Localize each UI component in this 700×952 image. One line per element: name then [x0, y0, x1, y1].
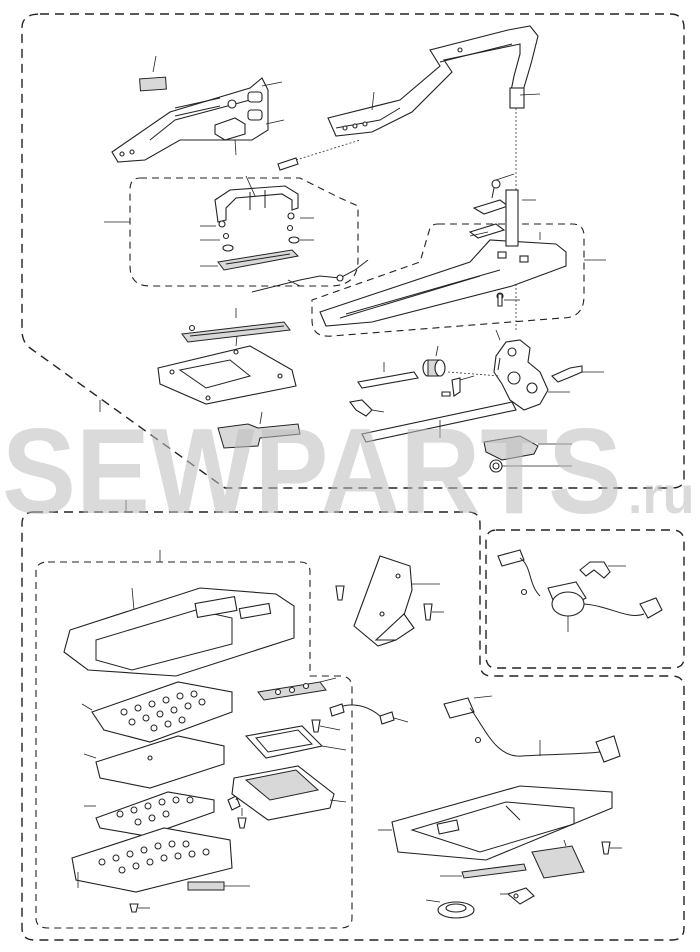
switch-board-part: [257, 677, 337, 701]
small-plate-part: [139, 55, 167, 92]
connector-strip-part: [187, 881, 250, 891]
spring-bracket-screws: [200, 212, 314, 252]
cable-part: [497, 549, 663, 632]
spring-subgroup-outline: [129, 177, 359, 287]
feed-plate-bracket-part: [468, 173, 536, 247]
screw-part: [277, 139, 361, 171]
switch-wire-part: [329, 703, 409, 725]
base-plate-part: [157, 335, 297, 405]
feed-plate-subgroup-outline: [311, 223, 585, 337]
bushing-part: [422, 345, 446, 377]
needle-plate-strip-part: [181, 308, 291, 343]
cover-screw-part: [601, 841, 622, 855]
feed-bracket-part: [111, 77, 269, 163]
cover-plate-part: [531, 839, 585, 879]
back-cover-part: [378, 785, 613, 861]
hinge-bracket-part: [500, 887, 535, 905]
pcb-screw-part: [129, 903, 150, 913]
keypad-screw-part: [237, 808, 247, 829]
switch-screw-part: [311, 719, 341, 733]
spring-bracket-part: [214, 175, 299, 223]
back-cable-part: [443, 695, 621, 763]
feed-arm-part: [327, 25, 541, 330]
small-screw-part: [441, 391, 451, 397]
hook-lever-part: [451, 375, 475, 397]
cable-subgroup-outline: [485, 529, 685, 669]
right-hook-part: [551, 365, 604, 383]
lever-plate-part: [217, 411, 301, 449]
button-rubber-part: [84, 791, 215, 837]
spool-holder-part: [425, 899, 475, 919]
thin-spring-part: [251, 259, 369, 293]
keypad-membrane-part: [81, 681, 233, 743]
retaining-ring-part: [489, 459, 572, 473]
upper-assembly-outline: [21, 13, 685, 489]
bracket-screw-right-part: [423, 603, 444, 621]
slide-plate-part: [200, 249, 300, 271]
main-pcb-part: [71, 827, 233, 893]
lower-assembly-outline: [21, 511, 685, 941]
cable-clip-part: [579, 561, 626, 579]
bracket-screw-left-part: [335, 585, 345, 601]
feed-plate-part: [319, 232, 567, 327]
front-cover-part: [63, 587, 295, 677]
rock-shaft-body-part: [447, 329, 570, 411]
long-shaft-part: [361, 401, 517, 443]
panel-subgroup-outline: [35, 561, 353, 929]
stand-bracket-part: [353, 555, 440, 647]
lcd-module-part: [231, 765, 347, 821]
display-frame-part: [244, 725, 347, 759]
shaft-pin-part: [357, 362, 419, 389]
left-hook-part: [349, 399, 385, 417]
rubber-foot-part: [440, 863, 527, 879]
flat-bracket-part: [483, 435, 572, 461]
small-block-part: [214, 117, 246, 156]
feed-plate-screws: [497, 293, 520, 307]
circuit-sheet-part: [83, 735, 225, 789]
